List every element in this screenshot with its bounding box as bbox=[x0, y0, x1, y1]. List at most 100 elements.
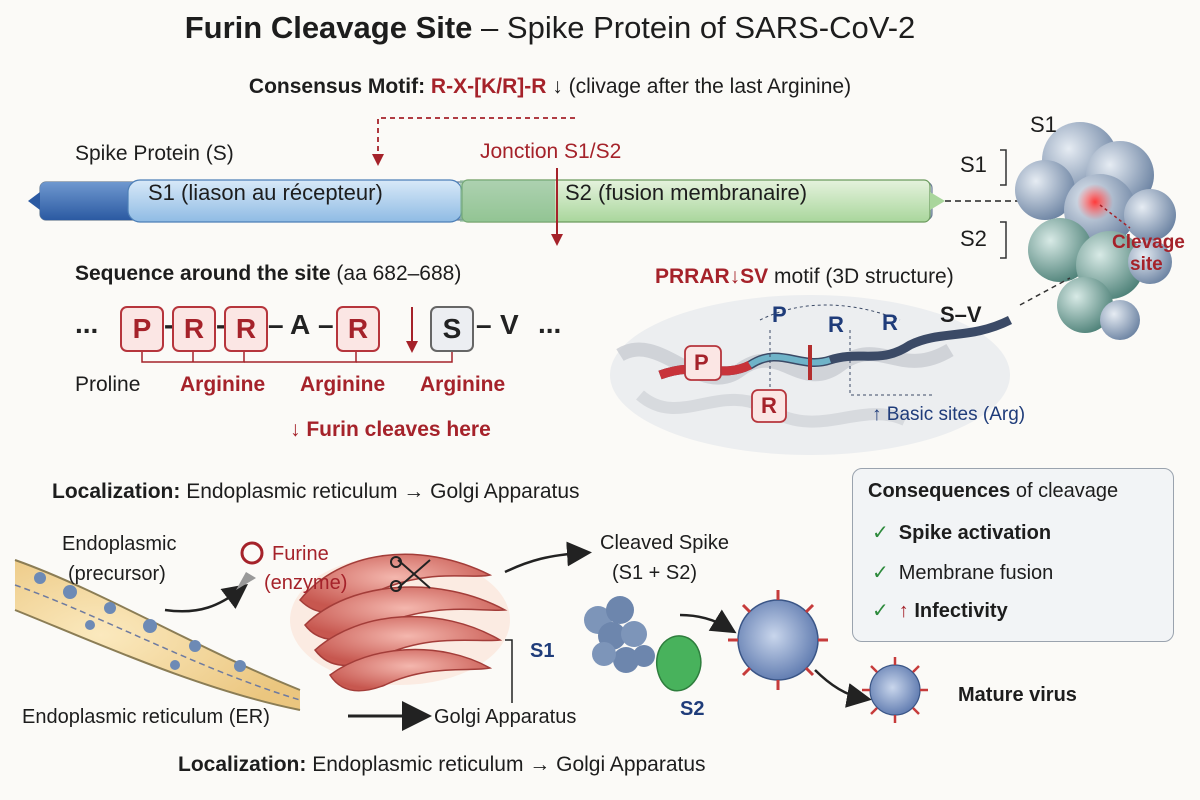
s2-fragment-label: S2 bbox=[680, 698, 705, 720]
sequence-dash: – bbox=[268, 309, 284, 340]
structure-label-sv: S–V bbox=[940, 302, 982, 327]
consequence-membrane-fusion: Membrane fusion bbox=[898, 562, 1054, 584]
s1-segment-label: S1 (liason au récepteur) bbox=[148, 180, 383, 205]
title-subtitle: Spike Protein of SARS-CoV-2 bbox=[506, 10, 916, 45]
structure-label-p-top: P bbox=[772, 302, 787, 327]
enzyme-label: (enzyme) bbox=[264, 572, 348, 594]
golgi-illustration bbox=[290, 553, 510, 692]
localization-bottom: Localization: Endoplasmic reticulum → Go… bbox=[178, 753, 706, 777]
s1-fragment-label: S1 bbox=[530, 640, 555, 662]
motif-arrow: ↓ bbox=[552, 75, 563, 98]
sequence-ellipsis-right: ... bbox=[538, 308, 562, 339]
sequence-dash: - bbox=[216, 309, 226, 340]
s2-segment-label: S2 (fusion membranaire) bbox=[565, 180, 808, 205]
cleaved-spike-parts: (S1 + S2) bbox=[612, 562, 698, 584]
sequence-ellipsis-left: ... bbox=[75, 308, 99, 339]
motif-leader-line bbox=[377, 117, 575, 160]
localization-top-text: Endoplasmic reticulum → Golgi Apparatus bbox=[186, 480, 580, 503]
localization-bottom-label: Localization: bbox=[178, 753, 307, 776]
pathway-arrow-mature bbox=[814, 669, 872, 708]
cleavage-site-glow bbox=[1077, 184, 1113, 220]
consequences-panel bbox=[852, 468, 1174, 642]
consequence-item: ✓ ↑ Infectivity bbox=[872, 598, 1008, 623]
consequence-infectivity: Infectivity bbox=[914, 600, 1008, 622]
localization-top: Localization: Endoplasmic reticulum → Go… bbox=[52, 480, 580, 504]
residue-p: P bbox=[120, 306, 164, 352]
residue-r3: R bbox=[336, 306, 380, 352]
motif-sequence: R-X-[K/R]-R bbox=[430, 75, 547, 98]
structure-label-r-2: R bbox=[882, 310, 898, 335]
precursor-label: (precursor) bbox=[68, 563, 166, 585]
pathway-arrow-virus bbox=[679, 609, 737, 634]
residue-a: A bbox=[290, 309, 311, 340]
residue-r1: R bbox=[172, 306, 216, 352]
er-membrane-illustration bbox=[14, 559, 301, 711]
endoplasmic-label: Endoplasmic bbox=[62, 533, 177, 555]
sequence-dash: – bbox=[476, 309, 492, 340]
page-title: Furin Cleavage Site – Spike Protein of S… bbox=[0, 10, 1100, 46]
residue-name-proline: Proline bbox=[75, 373, 141, 396]
localization-top-label: Localization: bbox=[52, 480, 181, 503]
title-separator: – bbox=[472, 10, 507, 45]
motif-3d-sequence: PRRAR↓SV bbox=[655, 265, 769, 288]
junction-label: Jonction S1/S2 bbox=[480, 140, 622, 163]
mature-virus-icon bbox=[862, 657, 928, 723]
scissors-icon bbox=[390, 556, 402, 568]
trimer-label-s2: S2 bbox=[960, 226, 987, 251]
sequence-dash: – bbox=[318, 309, 334, 340]
sequence-title: Sequence around the site (aa 682–688) bbox=[75, 262, 461, 286]
check-icon: ✓ bbox=[872, 522, 889, 544]
cleaved-spike-label: Cleaved Spike bbox=[600, 532, 729, 554]
cleavage-site-label-2: site bbox=[1130, 254, 1163, 275]
consequence-item: ✓ Spike activation bbox=[872, 520, 1051, 545]
check-icon: ✓ bbox=[872, 600, 889, 622]
title-main: Furin Cleavage Site bbox=[184, 10, 473, 45]
furin-enzyme-icon bbox=[236, 541, 264, 590]
sequence-dash: - bbox=[164, 309, 174, 340]
golgi-label: Golgi Apparatus bbox=[434, 706, 577, 728]
check-icon: ✓ bbox=[872, 562, 889, 584]
consequences-title-rest: of cleavage bbox=[1015, 480, 1119, 502]
spike-protein-label: Spike Protein (S) bbox=[75, 142, 234, 165]
sequence-title-bold: Sequence around the site bbox=[75, 262, 331, 285]
spike-trimer-illustration bbox=[1000, 122, 1176, 340]
motif-3d-caption: motif (3D structure) bbox=[774, 265, 954, 288]
structure-label-r-1: R bbox=[828, 312, 844, 337]
virus-icon bbox=[728, 590, 828, 690]
residue-name-arginine-1: Arginine bbox=[180, 373, 266, 396]
motif-note: (clivage after the last Arginine) bbox=[568, 75, 852, 98]
consequence-item: ✓ Membrane fusion bbox=[872, 560, 1053, 585]
furine-label: Furine bbox=[272, 543, 329, 565]
motif-label: Consensus Motif: bbox=[248, 75, 426, 98]
residue-s: S bbox=[430, 306, 474, 352]
motif-leader-arrowhead bbox=[372, 154, 384, 166]
consensus-motif: Consensus Motif: R-X-[K/R]-R ↓ (clivage … bbox=[0, 75, 1100, 99]
residue-v: V bbox=[500, 309, 519, 340]
up-arrow-icon: ↑ bbox=[898, 600, 909, 622]
furin-cleaves-here: ↓ Furin cleaves here bbox=[290, 418, 491, 441]
er-label: Endoplasmic reticulum (ER) bbox=[22, 706, 270, 728]
sequence-title-range: (aa 682–688) bbox=[336, 262, 462, 285]
basic-sites-label: ↑ Basic sites (Arg) bbox=[872, 404, 1026, 425]
pathway-arrow-cleaved bbox=[504, 541, 592, 574]
mature-virus-label: Mature virus bbox=[958, 684, 1077, 706]
residue-r2: R bbox=[224, 306, 268, 352]
localization-bottom-text: Endoplasmic reticulum → Golgi Apparatus bbox=[312, 753, 706, 776]
residue-name-arginine-2: Arginine bbox=[300, 373, 386, 396]
motif-3d-title: PRRAR↓SV motif (3D structure) bbox=[655, 265, 954, 289]
residue-name-arginine-3: Arginine bbox=[420, 373, 506, 396]
sequence-connectors bbox=[141, 348, 453, 363]
s1-cluster-icon bbox=[584, 596, 655, 673]
structure-label-p-box: P bbox=[694, 350, 709, 375]
cleavage-site-label-1: Clevage bbox=[1112, 232, 1185, 253]
consequence-spike-activation: Spike activation bbox=[898, 522, 1052, 544]
consequences-title-bold: Consequences bbox=[868, 480, 1011, 502]
trimer-label-s1: S1 bbox=[960, 152, 987, 177]
consequences-title: Consequences of cleavage bbox=[868, 480, 1118, 503]
structure-label-r-box: R bbox=[761, 393, 777, 418]
motif-3d-structure bbox=[610, 295, 1013, 455]
s2-fragment-icon bbox=[656, 635, 702, 692]
pathway-arrow-precursor bbox=[164, 584, 249, 613]
spike-protein-bar bbox=[28, 179, 945, 223]
